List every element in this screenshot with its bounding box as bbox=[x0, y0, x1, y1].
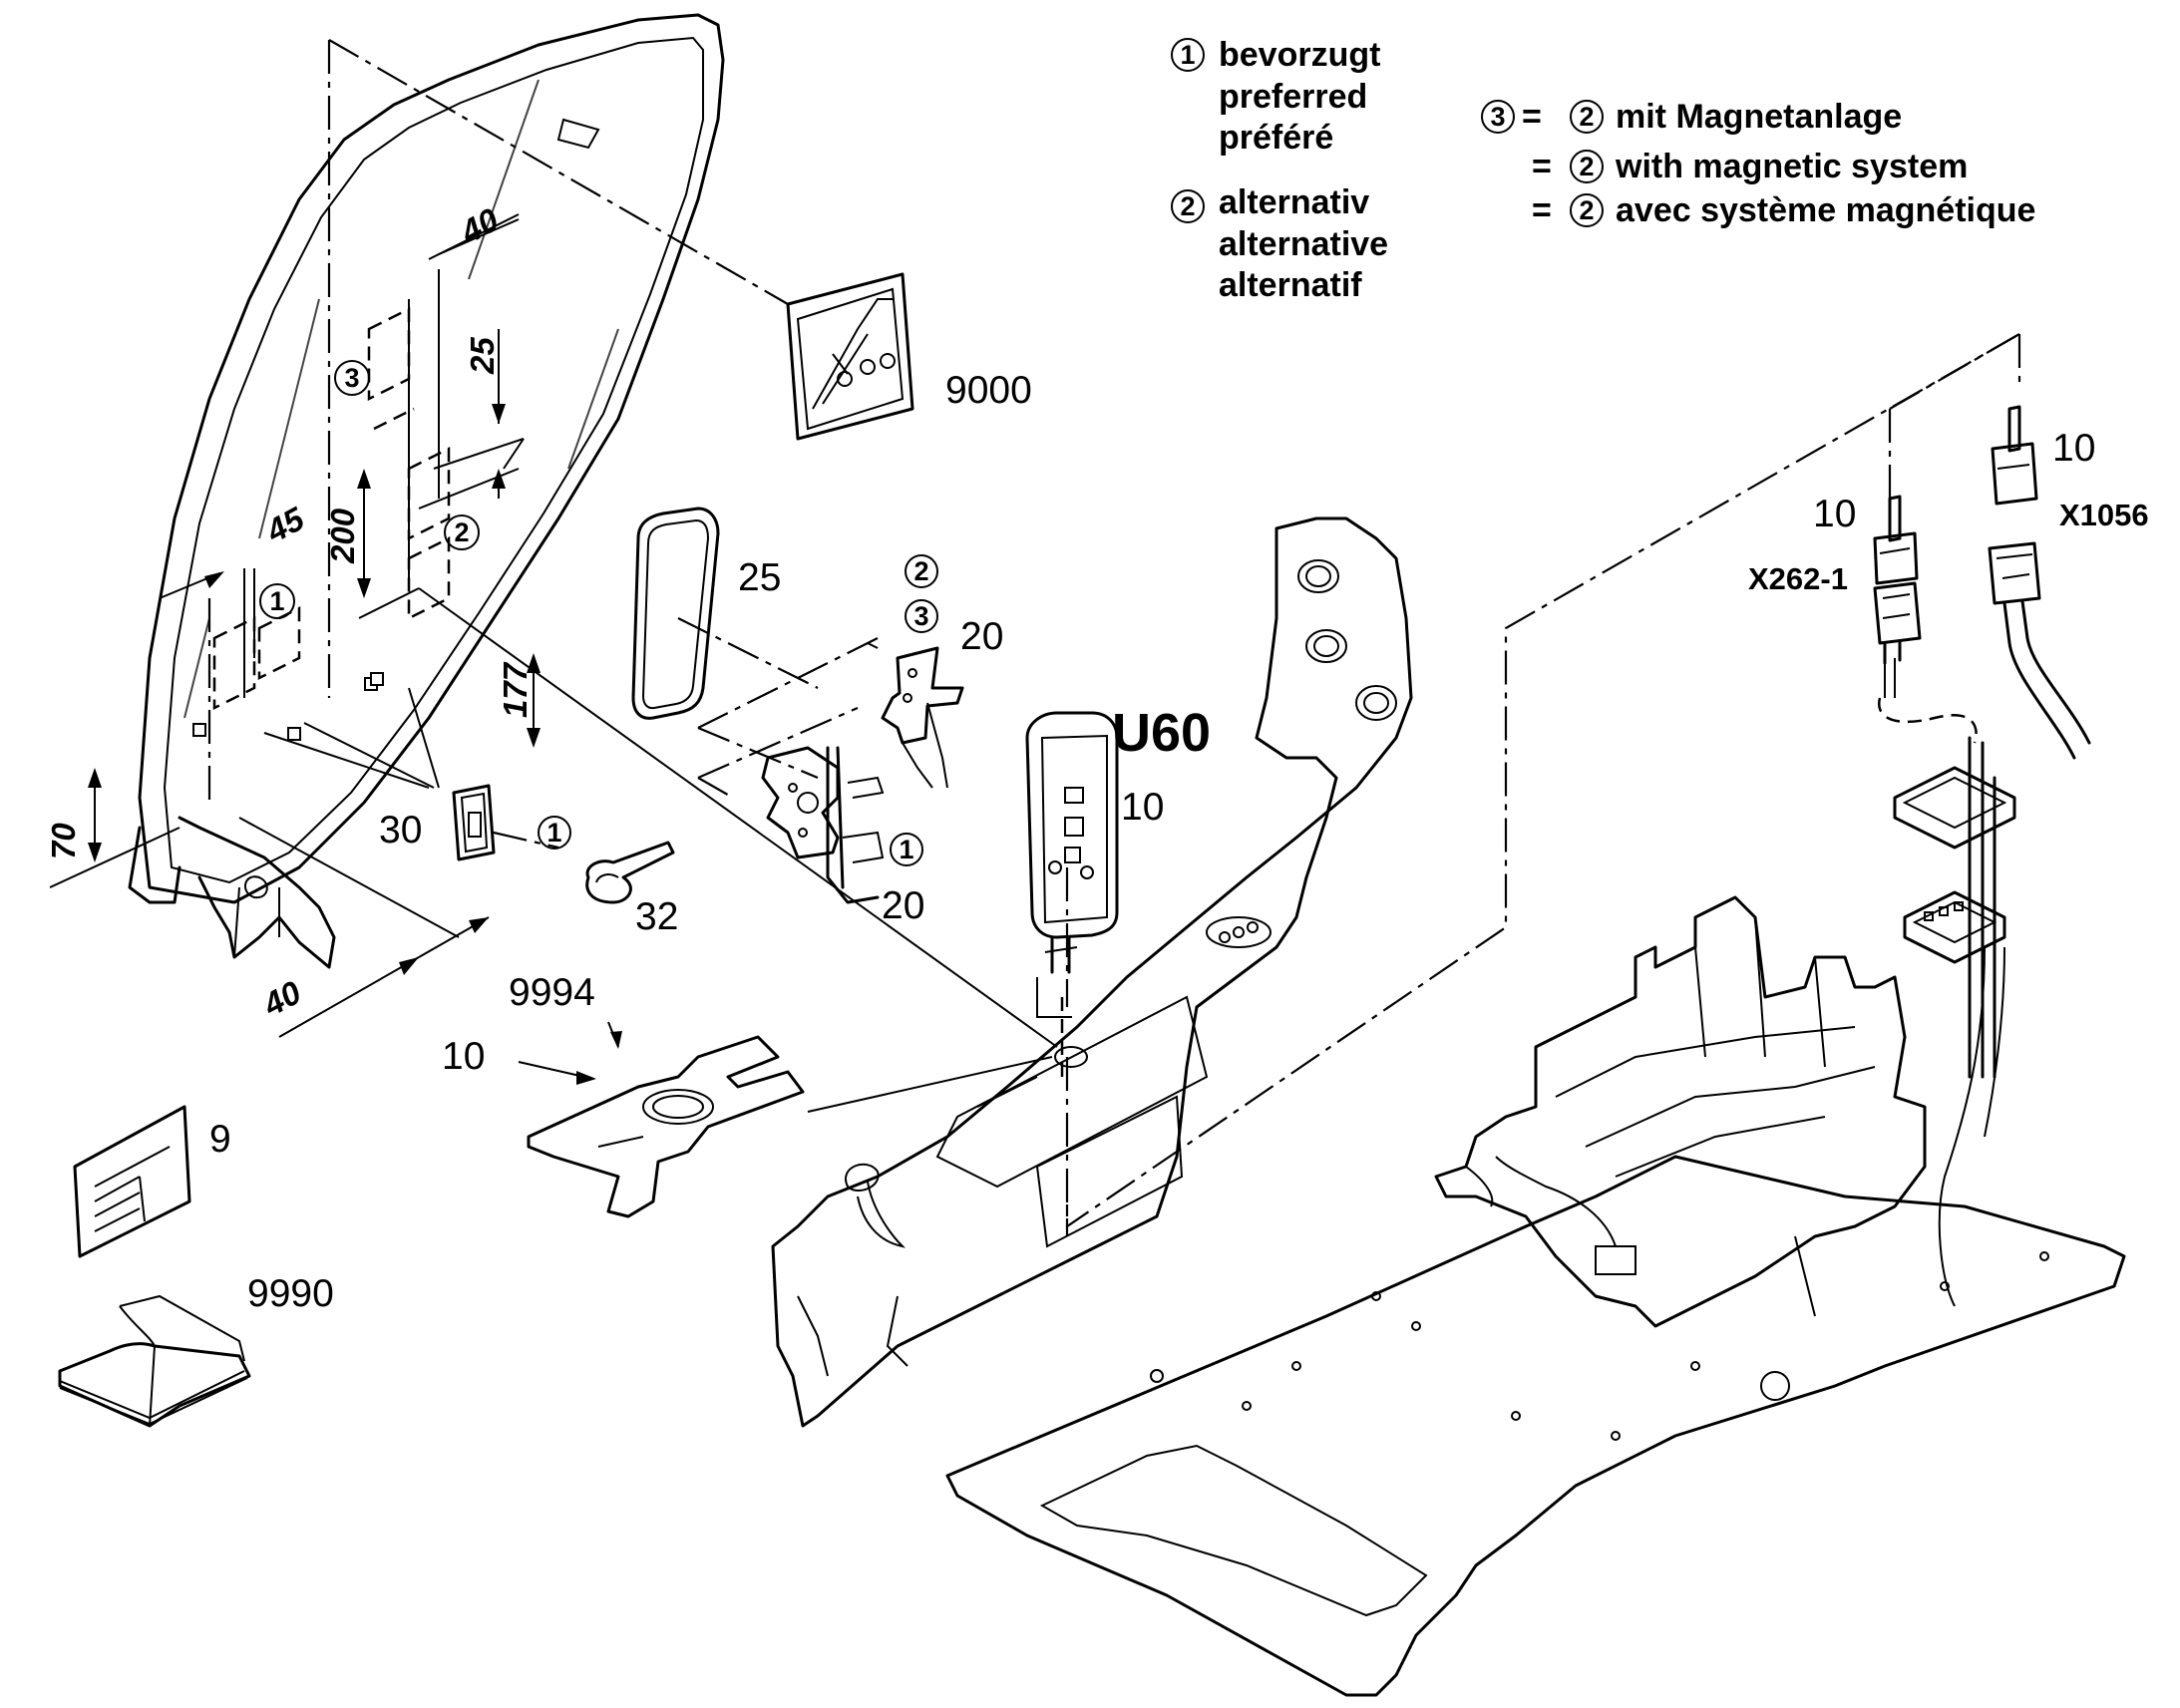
part-30: 30 bbox=[379, 809, 422, 852]
position-markers: 3 2 1 1 2 3 1 bbox=[269, 363, 928, 864]
legend-magnetic-de: mit Magnetanlage bbox=[1616, 98, 1902, 136]
legend-equals-3: = bbox=[1532, 191, 1552, 229]
legend-preferred-en: preferred bbox=[1219, 78, 1367, 116]
part-9990: 9990 bbox=[247, 1272, 334, 1315]
card-9 bbox=[73, 1105, 191, 1258]
dim-70: 70 bbox=[45, 823, 82, 859]
cab-frame-pillar bbox=[771, 516, 1413, 1428]
legend-preferred-fr: préféré bbox=[1219, 119, 1333, 157]
mount-30 bbox=[452, 784, 559, 861]
legend-alternative-fr: alternatif bbox=[1219, 266, 1362, 304]
bracket-marker-2: 2 bbox=[913, 556, 928, 586]
part-9: 9 bbox=[209, 1118, 231, 1161]
window-marker-1: 1 bbox=[269, 586, 284, 616]
plate-9994 bbox=[527, 1035, 805, 1218]
legend-magnetic-fr: avec système magnétique bbox=[1616, 191, 2035, 229]
part-10-x262: 10 bbox=[1813, 493, 1856, 535]
legend-equals-1: = bbox=[1522, 98, 1542, 136]
part-20-lower: 20 bbox=[882, 884, 924, 927]
connector-label-x1056: X1056 bbox=[2059, 498, 2149, 532]
dim-40-bottom: 40 bbox=[256, 973, 307, 1024]
part-20-upper: 20 bbox=[960, 615, 1003, 658]
part-10-u60: 10 bbox=[1121, 786, 1164, 829]
cab-window-glass bbox=[138, 13, 725, 904]
bracket-marker-1: 1 bbox=[899, 835, 913, 864]
legend-ref-marker-1: 2 bbox=[1579, 102, 1594, 132]
legend-marker-1: 1 bbox=[1180, 40, 1195, 70]
window-base-pillar bbox=[128, 816, 336, 969]
marker-rings bbox=[259, 38, 1604, 866]
legend-marker-3: 3 bbox=[1490, 102, 1505, 132]
pad-25 bbox=[631, 507, 819, 720]
part-9994: 9994 bbox=[509, 971, 595, 1014]
legend-marker-2: 2 bbox=[1180, 191, 1195, 221]
legend-equals-2: = bbox=[1532, 148, 1552, 185]
connector-x262-1 bbox=[1873, 495, 1922, 665]
cable-tie-32 bbox=[585, 841, 675, 904]
part-25: 25 bbox=[738, 556, 781, 599]
clip-marker-1: 1 bbox=[546, 818, 561, 848]
part-10-x1056: 10 bbox=[2052, 427, 2095, 470]
part-32: 32 bbox=[635, 895, 678, 938]
connector-label-x262-1: X262-1 bbox=[1748, 561, 1848, 596]
dim-25: 25 bbox=[464, 337, 501, 375]
part-number-labels: 9000 25 20 20 30 32 U60 10 9994 10 9 999… bbox=[209, 369, 2149, 1315]
legend-ref-marker-2: 2 bbox=[1579, 152, 1594, 181]
legend-ref-marker-3: 2 bbox=[1579, 195, 1594, 225]
leader-lines bbox=[263, 587, 1058, 1113]
connector-x1056 bbox=[1988, 405, 2091, 760]
handset-u60 bbox=[1025, 711, 1119, 1077]
part-u60: U60 bbox=[1112, 703, 1211, 763]
part-9000: 9000 bbox=[945, 369, 1032, 412]
bracket-20-upper bbox=[697, 637, 964, 789]
window-marker-2: 2 bbox=[454, 517, 469, 547]
window-marker-3: 3 bbox=[344, 363, 359, 393]
bracket-20-lower bbox=[697, 706, 885, 904]
dimension-lines bbox=[49, 213, 541, 1038]
dim-200: 200 bbox=[324, 508, 361, 564]
dim-177: 177 bbox=[497, 661, 534, 718]
control-console bbox=[1434, 895, 1927, 1328]
window-mounting-layout bbox=[192, 269, 525, 741]
manual-9990 bbox=[58, 1294, 251, 1428]
legend: 1 bevorzugt preferred préféré 2 alternat… bbox=[1180, 36, 2035, 304]
part-10-plate: 10 bbox=[442, 1035, 485, 1078]
legend-magnetic-en: with magnetic system bbox=[1615, 148, 1968, 185]
sticker-9000 bbox=[786, 272, 914, 441]
legend-alternative-de: alternativ bbox=[1219, 183, 1369, 221]
connector-stand bbox=[1878, 658, 2016, 1307]
bracket-marker-3: 3 bbox=[913, 601, 928, 631]
cab-base-plate bbox=[945, 1155, 2126, 1697]
legend-preferred-de: bevorzugt bbox=[1219, 36, 1380, 74]
legend-alternative-en: alternative bbox=[1219, 225, 1388, 263]
